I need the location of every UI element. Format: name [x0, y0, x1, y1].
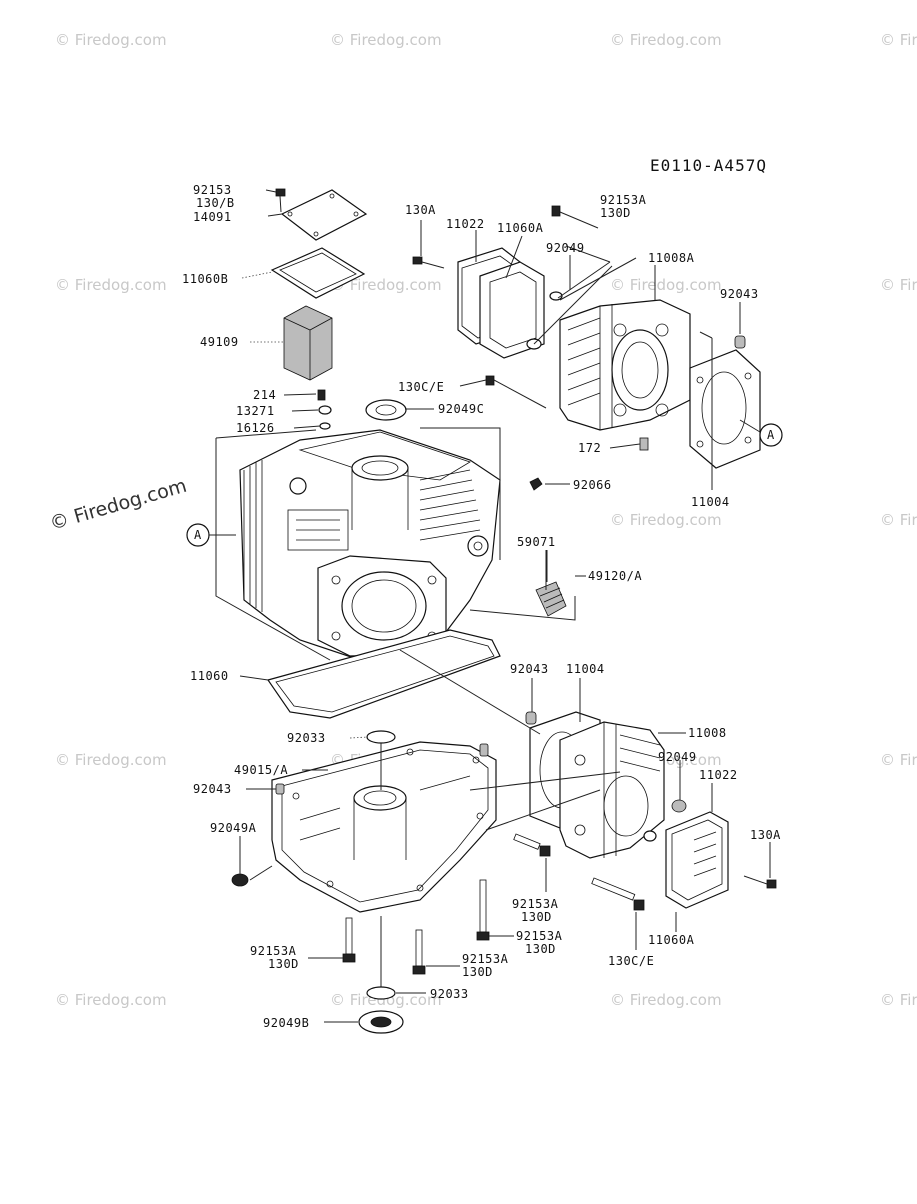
callout-a-label: A [767, 428, 775, 442]
watermark: © Firedog.com [880, 276, 917, 294]
breather-cover-group [270, 188, 368, 381]
label-11060b: 11060B [182, 272, 228, 286]
crankcase-frame [215, 427, 576, 661]
label-11060: 11060 [190, 669, 229, 683]
watermark: © Firedog.com [55, 31, 167, 49]
label-92043: 92043 [193, 782, 232, 796]
label-13271: 13271 [236, 404, 275, 418]
watermark: © Firedog.com [610, 511, 722, 529]
watermark: © Firedog.com [610, 991, 722, 1009]
label-11004: 11004 [566, 662, 605, 676]
label-130d: 130D [521, 910, 552, 924]
watermark: © Firedog.com [880, 751, 917, 769]
label-59071: 59071 [517, 535, 556, 549]
label-92153a: 92153A [512, 897, 559, 911]
crankcase-block [239, 429, 501, 661]
watermark: © Firedog.com [880, 991, 917, 1009]
label-92043: 92043 [720, 287, 759, 301]
label-92153: 92153 [193, 183, 232, 197]
label-130ce: 130C/E [398, 380, 444, 394]
label-11060a: 11060A [497, 221, 544, 235]
label-130a: 130A [405, 203, 436, 217]
label-92049a: 92049A [210, 821, 257, 835]
label-92033: 92033 [430, 987, 469, 1001]
label-130d: 130D [462, 965, 493, 979]
label-49109: 49109 [200, 335, 239, 349]
label-92049: 92049 [546, 241, 585, 255]
oil-pan [231, 730, 497, 1034]
leader-lines-top [533, 245, 713, 490]
label-92153a: 92153A [250, 944, 297, 958]
label-172: 172 [578, 441, 601, 455]
label-130b: 130/B [196, 196, 235, 210]
label-16126: 16126 [236, 421, 275, 435]
label-11022: 11022 [446, 217, 485, 231]
head-assembly-bottom [513, 711, 777, 911]
watermark: © Firedog.com [330, 991, 442, 1009]
watermark: © Firedog.com [330, 31, 442, 49]
watermark: © Firedog.com [55, 991, 167, 1009]
label-92049c: 92049C [438, 402, 484, 416]
label-130d: 130D [525, 942, 556, 956]
label-130d: 130D [268, 957, 299, 971]
label-214: 214 [253, 388, 276, 402]
callout-a-label: A [194, 528, 202, 542]
connecting-lines [399, 649, 621, 831]
label-130a: 130A [750, 828, 781, 842]
watermark: © Firedog.com [880, 31, 917, 49]
part-labels: 92153 130/B 14091 11060B 49109 214 13271… [182, 183, 781, 1030]
label-92043: 92043 [510, 662, 549, 676]
callout-a-right: A [739, 419, 783, 447]
label-92033: 92033 [287, 731, 326, 745]
watermark: © Firedog.com [610, 276, 722, 294]
head-assembly-top [412, 205, 761, 469]
label-49015a: 49015/A [234, 763, 288, 777]
watermark: © Firedog.com [880, 511, 917, 529]
small-parts-group [317, 389, 407, 430]
breather-valve [535, 550, 567, 617]
leader-lines [239, 189, 771, 1023]
callout-a-left: A [186, 523, 236, 547]
label-11008a: 11008A [648, 251, 695, 265]
label-92049b: 92049B [263, 1016, 309, 1030]
watermark: © Firedog.com [330, 276, 442, 294]
label-11060a: 11060A [648, 933, 695, 947]
label-92153a: 92153A [462, 952, 509, 966]
diagram-code: E0110-A457Q [650, 156, 767, 175]
label-11022: 11022 [699, 768, 738, 782]
crankcase-gasket [267, 629, 501, 719]
label-92066: 92066 [573, 478, 612, 492]
watermark: © Firedog.com [610, 31, 722, 49]
label-92153a: 92153A [516, 929, 563, 943]
nut-92066 [529, 477, 543, 491]
label-92153a: 92153A [600, 193, 647, 207]
label-92049: 92049 [658, 750, 697, 764]
watermark-main: © Firedog.com [47, 475, 189, 535]
watermark: © Firedog.com [55, 751, 167, 769]
watermark: © Firedog.com [55, 276, 167, 294]
label-130ce: 130C/E [608, 954, 654, 968]
label-11008: 11008 [688, 726, 727, 740]
label-130d: 130D [600, 206, 631, 220]
label-49120a: 49120/A [588, 569, 642, 583]
label-14091: 14091 [193, 210, 232, 224]
label-11004: 11004 [691, 495, 730, 509]
